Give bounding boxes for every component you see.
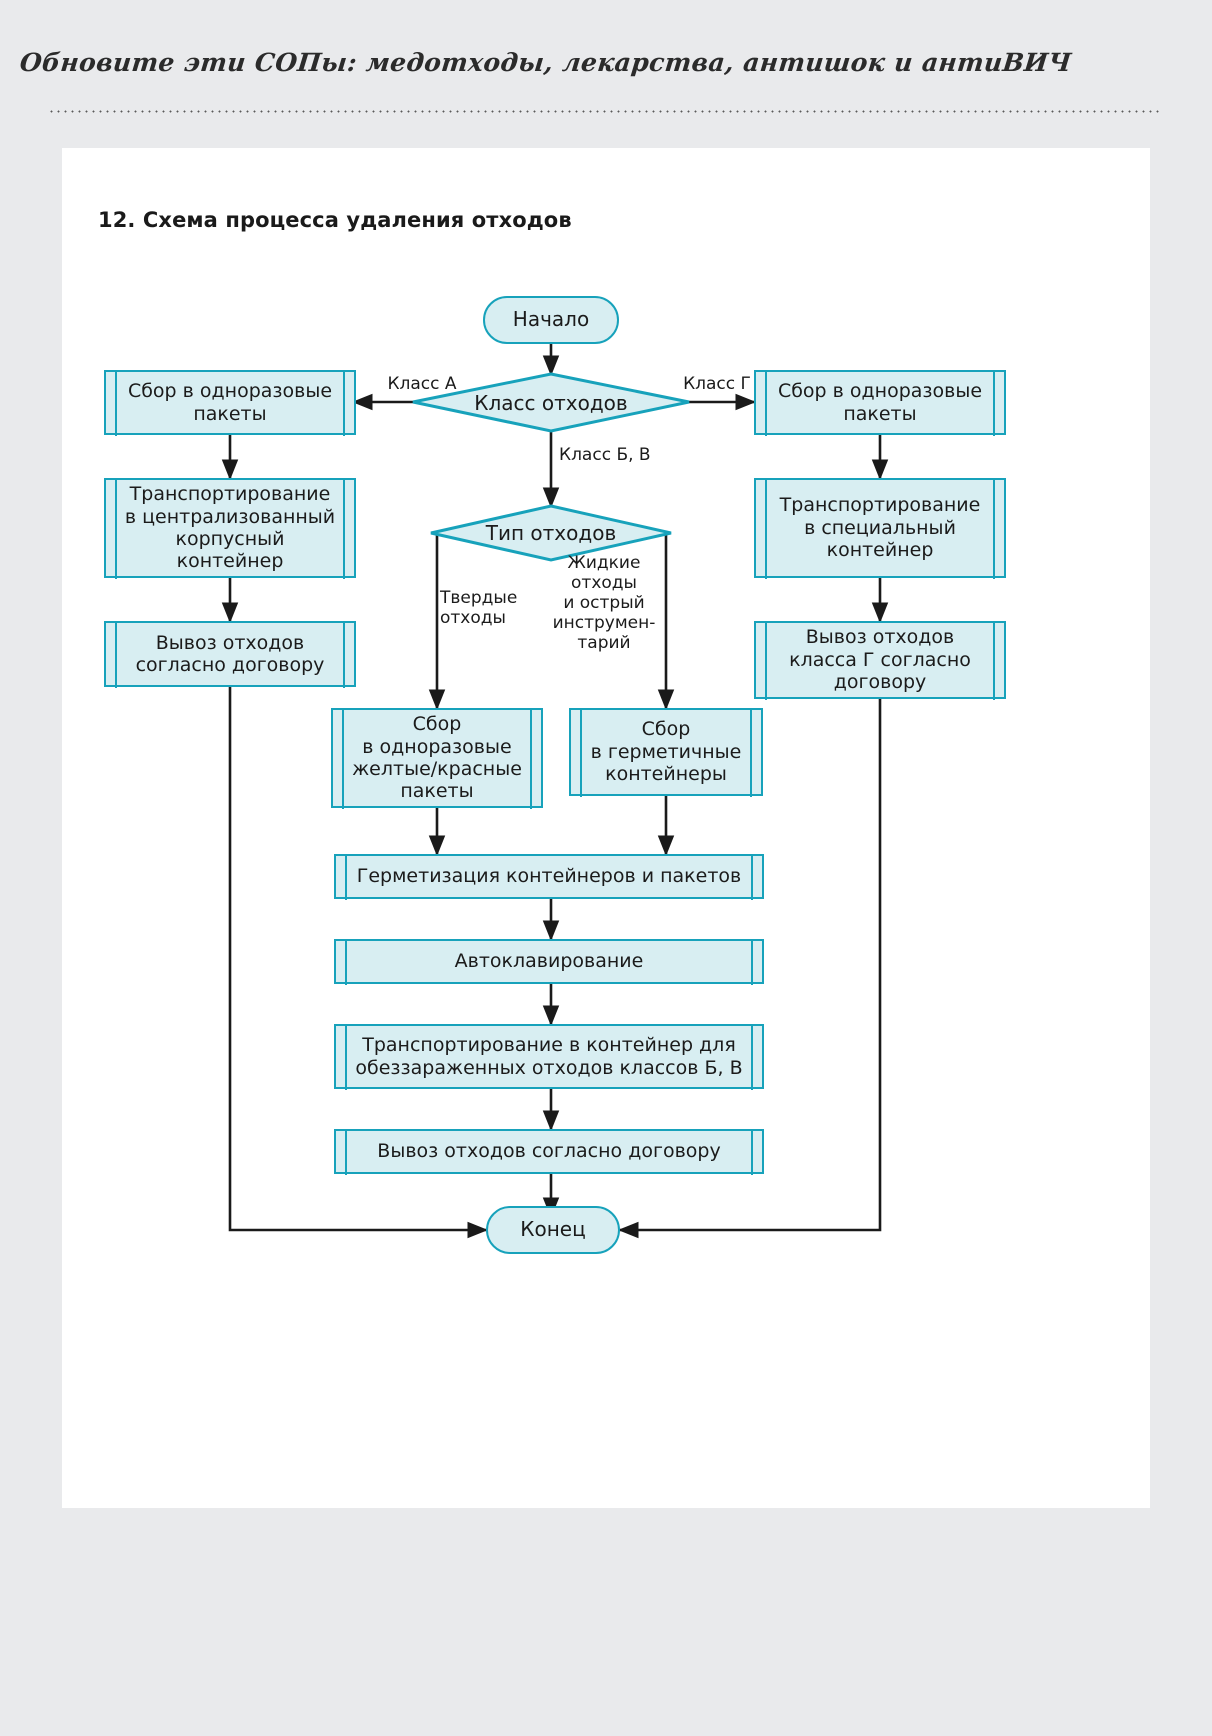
edge-label-liquid-waste: Жидкие отходы и острый инструмен- тарий — [552, 553, 656, 654]
node-bv-removal-label: Вывоз отходов согласно договору — [377, 1140, 721, 1163]
node-class-a-removal[interactable]: Вывоз отходов согласно договору — [104, 620, 356, 688]
node-end[interactable]: Конец — [486, 1206, 620, 1254]
node-class-decision-label: Класс отходов — [474, 390, 628, 415]
flowchart-connectors — [221, 330, 889, 1239]
decision-type-shape — [430, 504, 672, 562]
node-type-decision[interactable]: Тип отходов — [431, 506, 671, 560]
node-class-decision[interactable]: Класс отходов — [413, 374, 689, 431]
edge-label-solid-waste: Твердые отходы — [440, 588, 518, 629]
edge-label-class-a: Класс А — [387, 374, 457, 394]
node-liquid-collect[interactable]: Сбор в герметичные контейнеры — [569, 707, 763, 797]
page-title: 12. Схема процесса удаления отходов — [98, 208, 572, 232]
node-start[interactable]: Начало — [483, 296, 619, 344]
node-liquid-collect-label: Сбор в герметичные контейнеры — [590, 718, 742, 786]
node-start-label: Начало — [512, 307, 590, 332]
node-class-g-collect[interactable]: Сбор в одноразовые пакеты — [754, 369, 1006, 436]
node-end-label: Конец — [520, 1217, 586, 1242]
node-solid-collect-label: Сбор в одноразовые желтые/красные пакеты — [352, 713, 522, 803]
node-class-g-removal-label: Вывоз отходов класса Г согласно договору — [789, 626, 971, 694]
node-class-a-removal-label: Вывоз отходов согласно договору — [135, 631, 325, 676]
node-autoclave[interactable]: Автоклавирование — [334, 938, 764, 985]
node-class-a-collect[interactable]: Сбор в одноразовые пакеты — [104, 369, 356, 436]
edge-label-class-g: Класс Г — [683, 374, 751, 394]
node-bv-transport[interactable]: Транспортирование в контейнер для обезза… — [334, 1023, 764, 1090]
node-class-a-collect-label: Сбор в одноразовые пакеты — [127, 380, 333, 425]
header-divider-rule — [48, 110, 1163, 113]
node-sealing[interactable]: Герметизация контейнеров и пакетов — [334, 853, 764, 900]
node-solid-collect[interactable]: Сбор в одноразовые желтые/красные пакеты — [331, 707, 543, 809]
page-running-header: Обновите эти СОПы: медотходы, лекарства,… — [0, 0, 1212, 120]
node-class-a-transport[interactable]: Транспортирование в централизованный кор… — [104, 477, 356, 579]
node-class-g-removal[interactable]: Вывоз отходов класса Г согласно договору — [754, 620, 1006, 700]
node-type-decision-label: Тип отходов — [485, 521, 617, 545]
node-autoclave-label: Автоклавирование — [454, 950, 644, 973]
edge-label-class-bv: Класс Б, В — [559, 445, 651, 465]
waste-disposal-flowchart: Начало Класс отходов Тип отходов Сбор в … — [62, 148, 1150, 1508]
document-sheet: 12. Схема процесса удаления отходов — [62, 148, 1150, 1508]
node-class-g-transport-label: Транспортирование в специальный контейне… — [779, 494, 981, 562]
node-bv-removal[interactable]: Вывоз отходов согласно договору — [334, 1128, 764, 1175]
node-bv-transport-label: Транспортирование в контейнер для обезза… — [355, 1034, 743, 1079]
node-class-g-transport[interactable]: Транспортирование в специальный контейне… — [754, 477, 1006, 579]
running-header-text: Обновите эти СОПы: медотходы, лекарства,… — [18, 48, 1074, 77]
decision-class-shape — [412, 372, 690, 433]
node-class-a-transport-label: Транспортирование в централизованный кор… — [124, 483, 336, 573]
node-sealing-label: Герметизация контейнеров и пакетов — [356, 865, 742, 888]
node-class-g-collect-label: Сбор в одноразовые пакеты — [777, 380, 983, 425]
